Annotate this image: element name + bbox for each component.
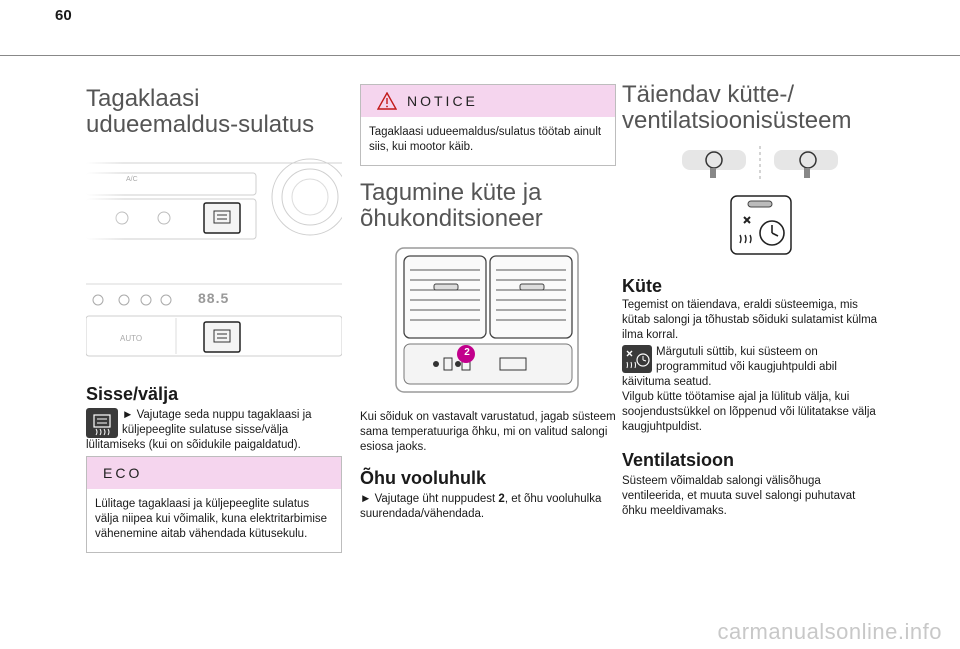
airflow-text-prefix: ► Vajutage üht nuppudest [360,493,499,505]
steering-wheel-icons [682,146,838,182]
heating-indicator-paragraph: Märgutuli süttib, kui süsteem on program… [622,345,880,390]
heater-indicator-icon [622,345,652,373]
heating-text-3: Vilgub kütte töötamise ajal ja lülitub v… [622,391,876,433]
airflow-text-suffix: , et õhu vooluhulka suurendada/vähendada… [360,493,602,520]
ventilation-text: Süsteem võimaldab salongi välisõhuga ven… [622,475,856,517]
heating-text-1: Tegemist on täiendava, eraldi süsteemiga… [622,299,878,341]
on-off-text: ► Vajutage seda nuppu tagaklaasi ja külj… [86,409,312,451]
rear-vent-illustration [395,247,579,393]
eco-box-header: ECO [87,457,341,489]
rear-heating-title: Tagumine küte ja õhukonditsioneer [360,179,543,232]
heating-text-2: Märgutuli süttib, kui süsteem on program… [622,346,837,388]
panel-ac-label: A/C [126,176,138,183]
warning-icon [377,92,397,110]
eco-box: ECO Lülitage tagaklaasi ja küljepeeglite… [86,456,342,553]
header-divider [0,55,960,56]
notice-box-label: NOTICE [407,93,478,109]
notice-box-header: NOTICE [361,85,615,117]
airflow-heading: Õhu vooluhulk [360,468,486,488]
watermark: carmanualsonline.info [717,619,942,644]
airflow-text-number: 2 [498,493,505,505]
rear-demist-button-icon [86,408,118,438]
notice-box-text: Tagaklaasi udueemaldus/sulatus töötab ai… [369,126,602,153]
heating-heading: Küte [622,276,662,296]
eco-box-text: Lülitage tagaklaasi ja küljepeeglite sul… [95,498,328,540]
control-panel-illustration-2 [86,283,342,357]
rear-vent-caption: Kui sõiduk on vastavalt varustatud, jaga… [360,411,616,453]
rear-demist-title: Tagaklaasi udueemaldus-sulatus [86,85,315,138]
additional-heating-title: Täiendav kütte-/ ventilatsioonisüsteem [622,81,852,134]
control-panel-illustration-1 [86,155,342,250]
on-off-paragraph: ► Vajutage seda nuppu tagaklaasi ja külj… [86,408,342,453]
page-number: 60 [55,7,72,24]
heater-timer-icon [730,195,792,255]
callout-number-badge: 2 [464,347,470,358]
ventilation-heading: Ventilatsioon [622,450,735,470]
on-off-heading: Sisse/välja [86,384,179,404]
airflow-text: ► Vajutage üht nuppudest 2, et õhu voolu… [360,492,616,522]
panel-auto-label: AUTO [120,334,143,343]
notice-box: NOTICE Tagaklaasi udueemaldus/sulatus tö… [360,84,616,166]
panel-temperature-display: 88.5 [198,290,230,306]
